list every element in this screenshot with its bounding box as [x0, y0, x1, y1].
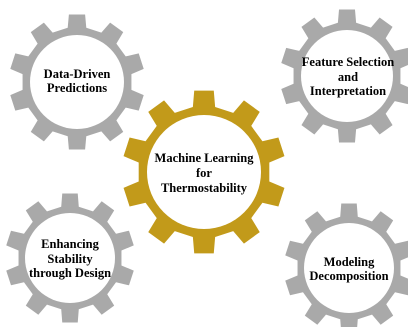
center-gear-icon [123, 90, 285, 254]
top-right-gear-icon-hub [301, 30, 393, 122]
bottom-right-gear-label: Modeling Decomposition [309, 254, 389, 284]
top-left-gear-icon [10, 14, 144, 150]
bottom-left-gear-icon-hub [25, 213, 115, 303]
top-left-gear-icon-hub [30, 35, 124, 129]
top-right-gear-icon [281, 9, 408, 143]
bottom-left-gear-label: Enhancing Stability through Design [28, 237, 112, 281]
bottom-right-gear-icon-hub [304, 223, 394, 313]
top-right-gear-label: Feature Selection and Interpretation [301, 55, 395, 99]
top-left-gear-label: Data-Driven Predictions [43, 66, 111, 96]
center-gear-icon-hub [147, 115, 261, 229]
bottom-left-gear-icon [6, 193, 134, 323]
center-gear-label: Machine Learning for Thermostability [154, 150, 254, 195]
bottom-right-gear-icon [285, 203, 408, 327]
